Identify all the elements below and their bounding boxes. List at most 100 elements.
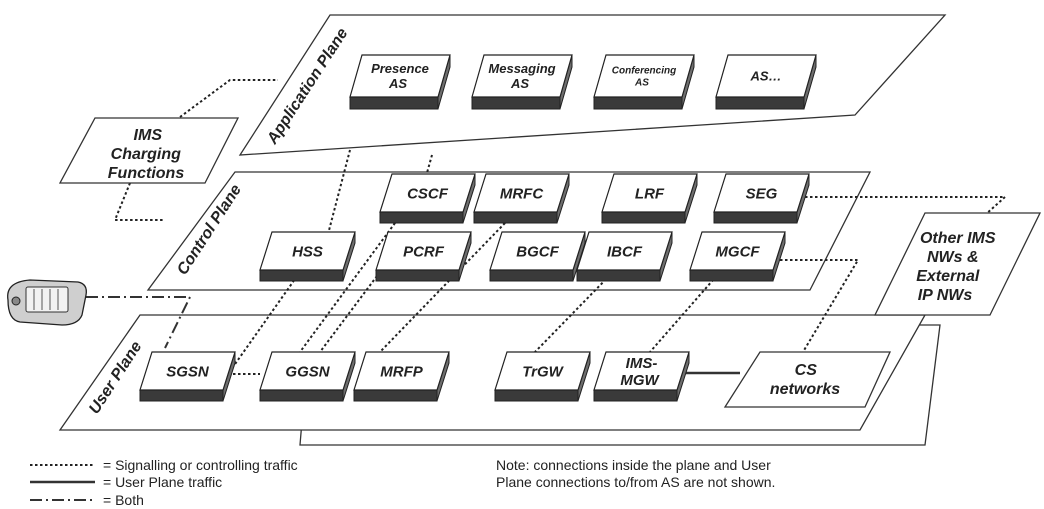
sgsn-label: SGSN (166, 363, 210, 380)
other-ims-line-3: External (916, 268, 980, 285)
as-other-front-face (715, 96, 805, 110)
seg-to-other-ims-line (790, 196, 1008, 216)
other-ims-line-1: Other IMS (920, 230, 996, 247)
as-other-label: AS… (749, 69, 781, 84)
bgcf-top-face (489, 231, 586, 271)
trgw-node: TrGW (494, 351, 591, 402)
ibcf-node: IBCF (576, 231, 673, 282)
lrf-front-face (601, 211, 686, 224)
legend-signalling-label: = Signalling or controlling traffic (103, 457, 298, 473)
presence-as-label-line-2: AS (388, 76, 407, 91)
messaging-as-label-line-2: AS (510, 76, 529, 91)
ims-mgw-label-line-1: IMS- (626, 355, 658, 372)
svg-text:IMS Charging Funct: IMS Charging Functions (108, 127, 186, 182)
cs-networks-box (723, 351, 892, 408)
mrfp-top-face (353, 351, 450, 391)
mgcf-node: MGCF (689, 231, 786, 282)
bgcf-node: BGCF (489, 231, 586, 282)
application-plane: Application Plane (238, 14, 947, 156)
seg-label: SEG (746, 185, 778, 202)
pcrf-node: PCRF (375, 231, 472, 282)
ims-mgw-label-line-2: MGW (620, 372, 660, 389)
sgsn-front-face (139, 389, 224, 402)
messaging-as-front-face (471, 96, 561, 110)
cs-networks: CS networks (723, 351, 892, 408)
legend-both-label: = Both (103, 492, 144, 508)
messaging-as-top-face (471, 54, 573, 98)
ggsn-node: GGSN (259, 351, 356, 402)
mrfc-label: MRFC (500, 185, 544, 202)
hss-label: HSS (292, 243, 323, 260)
mgcf-top-face (689, 231, 786, 271)
app-to-hss-line (326, 149, 351, 239)
svg-text:Other IMS NWs & Ex: Other IMS NWs & External IP NWs (916, 230, 1000, 304)
application-plane-surface (238, 14, 947, 156)
mgcf-label: MGCF (715, 243, 760, 260)
ue-to-sgsn-both-line (86, 296, 192, 349)
hss-node: HSS (259, 231, 356, 282)
other-ims-line-2: NWs & (927, 249, 979, 266)
ibcf-front-face (576, 269, 661, 282)
bgcf-front-face (489, 269, 574, 282)
ims-charging-functions-box (58, 117, 240, 184)
ims-mgw-label: IMS-MGW (620, 355, 660, 389)
lrf-top-face (601, 173, 698, 213)
presence-as-top-face (349, 54, 451, 98)
charging-to-app-line (179, 79, 278, 118)
other-ims-networks-box (873, 212, 1042, 316)
note-line-1: Note: connections inside the plane and U… (496, 457, 771, 473)
mobile-terminal-icon (7, 279, 87, 326)
trgw-label: TrGW (522, 363, 564, 380)
seg-top-face (713, 173, 810, 213)
conferencing-as-label-line-1: Conferencing (612, 66, 676, 77)
legend-user-plane-label: = User Plane traffic (103, 474, 222, 490)
conferencing-as-label-line-2: AS (634, 78, 649, 89)
seg-node: SEG (713, 173, 810, 224)
cs-networks-line-2: networks (770, 381, 840, 398)
lrf-label: LRF (635, 185, 665, 202)
cscf-to-ggsn-line (299, 222, 396, 353)
ggsn-label: GGSN (285, 363, 330, 380)
messaging-as-label-line-1: Messaging (488, 61, 555, 76)
mrfc-node: MRFC (473, 173, 570, 224)
ibcf-label: IBCF (607, 243, 643, 260)
note-line-2: Plane connections to/from AS are not sho… (496, 474, 775, 490)
charging-to-control-line (113, 182, 165, 221)
cscf-label: CSCF (407, 185, 449, 202)
ims-charging-line-2: Charging (111, 146, 181, 163)
pcrf-label: PCRF (403, 243, 445, 260)
cscf-top-face (379, 173, 476, 213)
hss-front-face (259, 269, 344, 282)
lrf-node: LRF (601, 173, 698, 224)
mrfc-top-face (473, 173, 570, 213)
mrfp-front-face (353, 389, 438, 402)
ims-mgw-top-face (593, 351, 690, 391)
conferencing-as-front-face (593, 96, 683, 110)
mrfc-front-face (473, 211, 558, 224)
cscf-node: CSCF (379, 173, 476, 224)
svg-text:CS networks: CS networks (770, 362, 840, 398)
connection-lines (86, 79, 1008, 375)
trgw-front-face (494, 389, 579, 402)
ggsn-top-face (259, 351, 356, 391)
svg-text:Note: connections inside the p: Note: connections inside the plane and U… (496, 457, 775, 490)
bgcf-label: BGCF (516, 243, 559, 260)
other-ims-line-4: IP NWs (918, 287, 973, 304)
pcrf-to-ggsn-line (319, 271, 381, 353)
ims-mgw-node: IMS-MGW (593, 351, 690, 402)
conferencing-as-top-face (593, 54, 695, 98)
mrfp-node: MRFP (353, 351, 450, 402)
ims-charging-functions: IMS Charging Functions (58, 117, 240, 184)
presence-as-front-face (349, 96, 439, 110)
presence-as-label-line-1: Presence (371, 61, 429, 76)
pcrf-top-face (375, 231, 472, 271)
hss-to-sgsn-line (227, 271, 301, 375)
mgcf-front-face (689, 269, 774, 282)
ims-charging-line-3: Functions (108, 165, 185, 182)
